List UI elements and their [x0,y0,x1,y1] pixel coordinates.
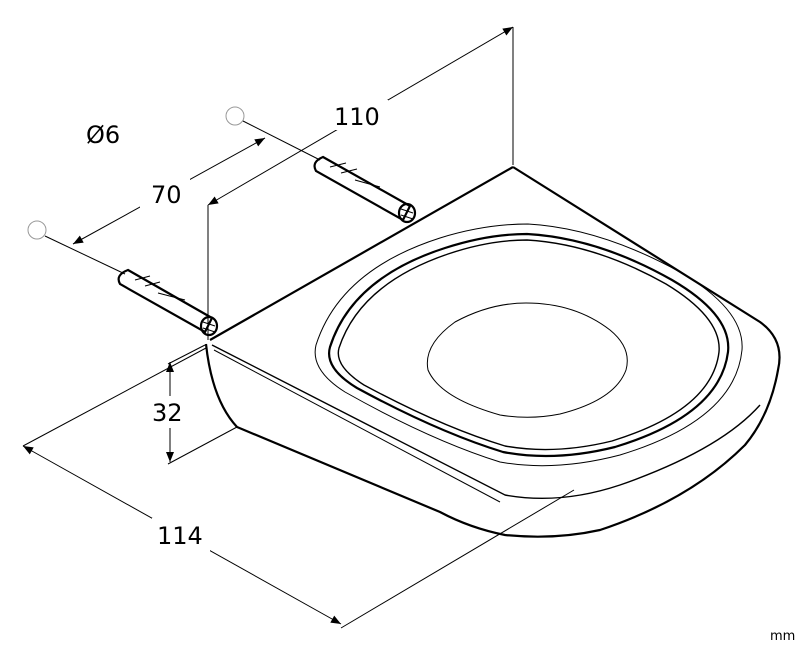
dimension-label-114: 114 [157,522,203,550]
extension-line-right-hole [242,120,321,161]
label-knockout [330,100,388,130]
dowel-left [117,268,219,337]
label-knockout [150,396,186,428]
dowel-right [313,155,417,224]
seat-opening [426,302,628,418]
hole-marker-left [27,220,47,240]
hole-marker-right [225,106,245,126]
dimension-label-110: 110 [334,103,380,131]
label-knockout [140,178,190,208]
extension-line-left-hole [44,235,126,275]
dimension-label-70: 70 [151,181,182,209]
seat-ring [314,223,743,467]
seat-body [204,166,781,538]
dimension-110 [207,26,514,340]
label-knockout [152,518,210,552]
dimension-label-32: 32 [152,399,183,427]
units-label: mm [770,629,795,644]
dimension-label-diameter: Ø6 [86,121,120,149]
